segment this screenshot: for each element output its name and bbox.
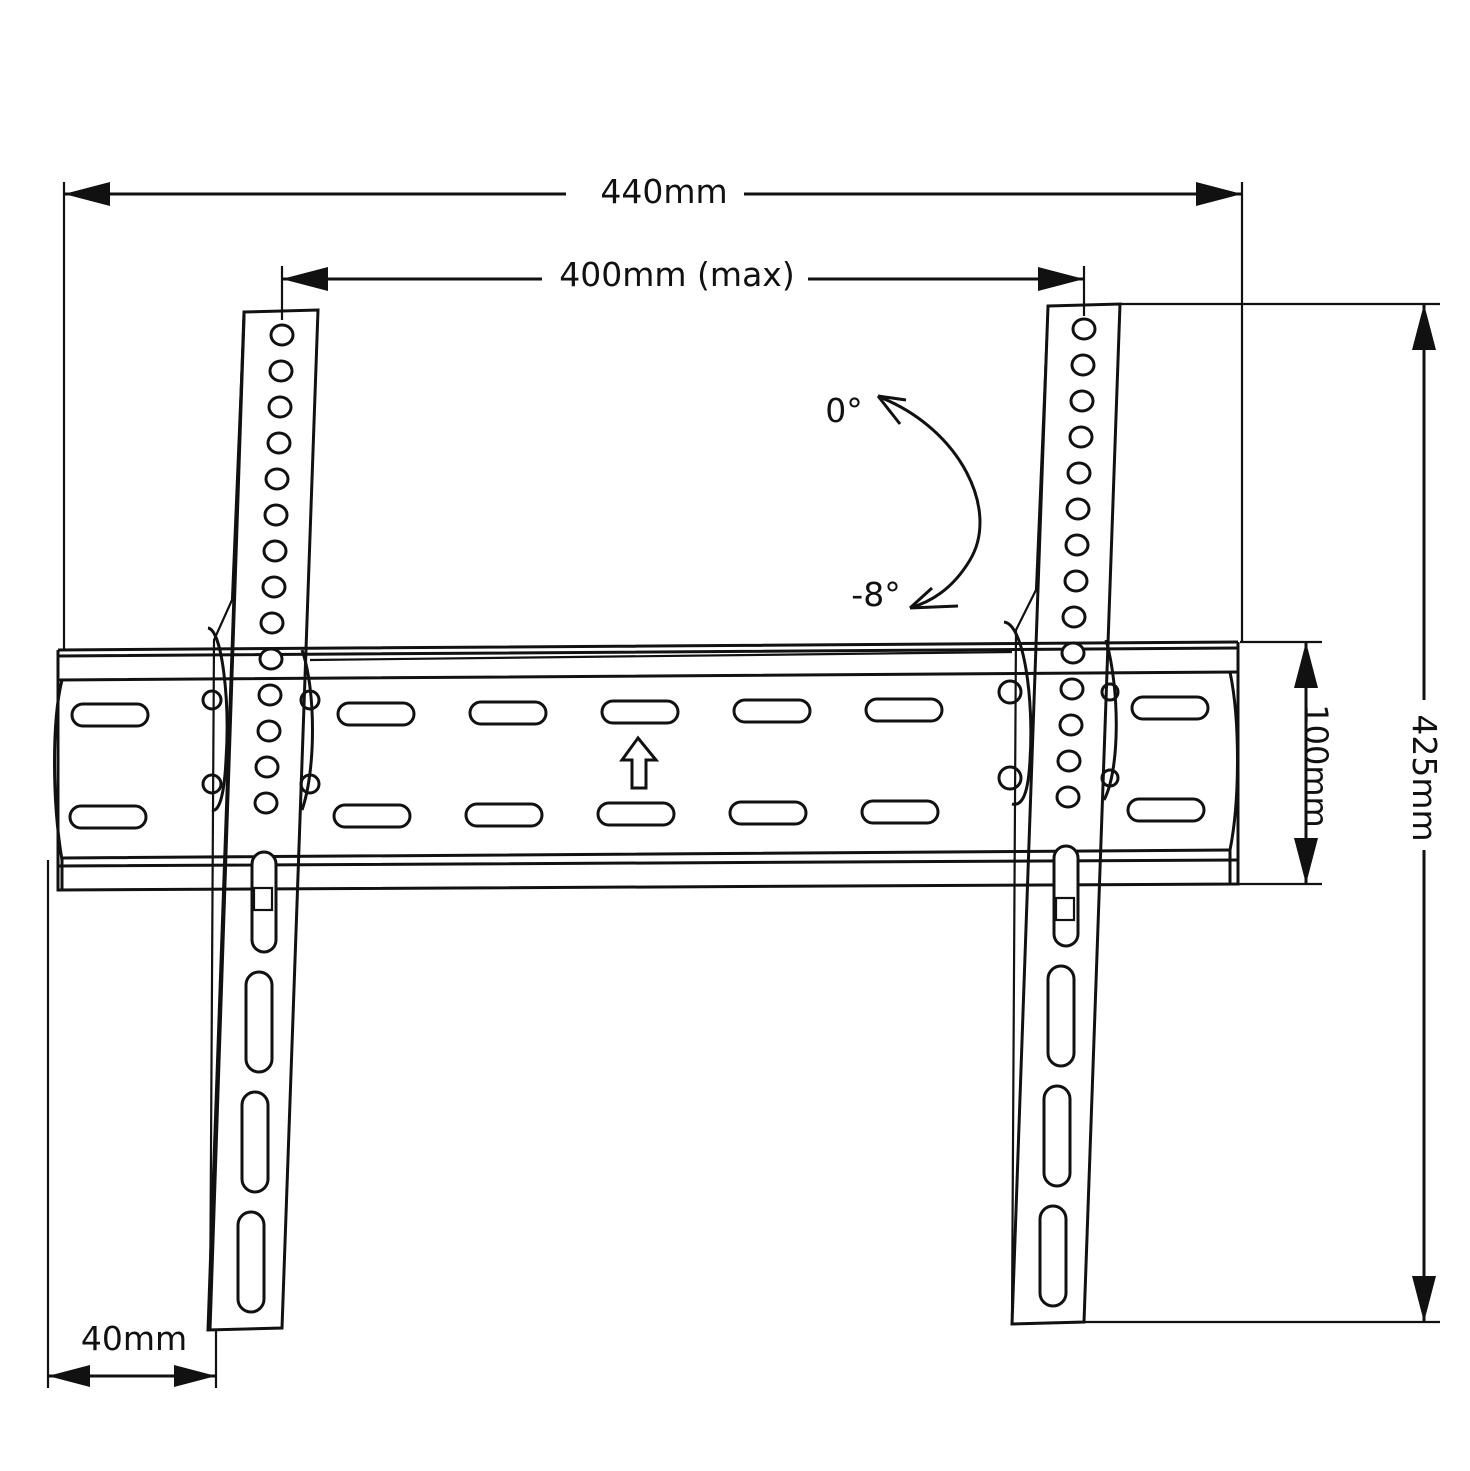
tilt-lower-label: -8°: [851, 575, 900, 614]
overall-width-label: 440mm: [600, 172, 727, 211]
dimension-wall-depth: [46, 860, 218, 1388]
hole-spacing-label: 400mm (max): [559, 255, 794, 294]
dimension-hole-spacing: [280, 266, 1086, 320]
dimension-overall-width: [62, 182, 1244, 650]
rail-height-label: 100mm: [1297, 704, 1335, 827]
tilt-upper-label: 0°: [825, 391, 863, 430]
right-bracket-holes: [1055, 317, 1097, 809]
rail-slots-lower: [68, 797, 1206, 830]
left-bracket-holes: [253, 323, 295, 815]
left-bracket: [201, 308, 321, 1332]
dimension-overall-height: [1084, 302, 1440, 1324]
dimension-rail-height: [1232, 640, 1322, 886]
wall-depth-label: 40mm: [81, 1319, 187, 1358]
rail-slots-upper: [70, 695, 1210, 728]
up-arrow-icon: [619, 735, 660, 790]
tilt-arc-arrow-icon: [876, 394, 982, 610]
right-bracket: [997, 302, 1122, 1326]
overall-height-label: 425mm: [1405, 714, 1444, 841]
